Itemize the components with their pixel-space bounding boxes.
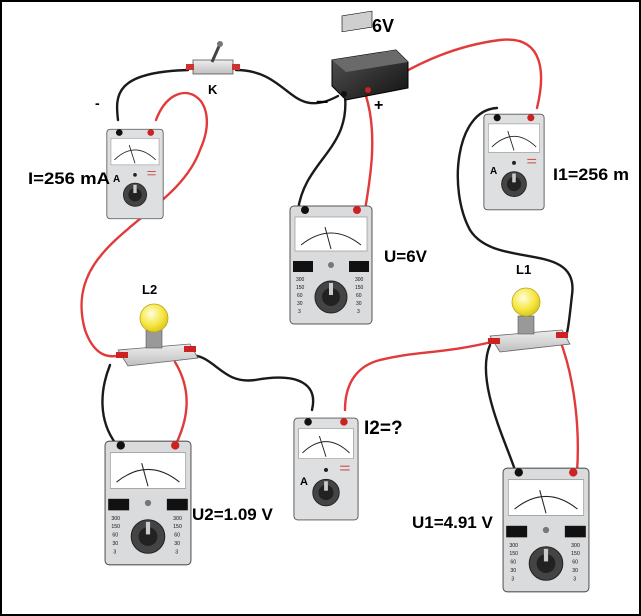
reading-i2: I2=? [364, 418, 403, 439]
lamp-l2-label: L2 [142, 282, 157, 297]
wire-red-battery-voltU [363, 94, 374, 212]
wire-black-switch-battery [234, 68, 340, 105]
lamp-l1-label: L1 [516, 262, 531, 277]
voltmeter-u1 [502, 467, 590, 593]
ammeter-i1 [483, 113, 545, 211]
battery-plus-terminal [365, 87, 371, 93]
switch [186, 41, 240, 75]
reading-u: U=6V [384, 247, 428, 266]
wire-red-battery-ammeterI1 [373, 38, 543, 110]
switch-label: K [208, 82, 218, 97]
battery-voltage-label: 6V [372, 16, 394, 36]
reading-u1: U1=4.91 V [412, 513, 493, 532]
reading-u2: U2=1.09 V [192, 505, 273, 524]
wire-black-ammeterI1-lamp1 [456, 106, 574, 342]
battery [331, 10, 409, 101]
voltmeter-u [289, 205, 373, 325]
lamp-l2 [116, 303, 199, 367]
wire-black-lamp2-voltU2 [101, 363, 118, 446]
wires [80, 38, 580, 474]
wire-red-ammeterI2-lamp1 [343, 338, 502, 412]
wire-black-lamp2-ammeterI2 [183, 353, 315, 412]
battery-plus-label: + [374, 97, 383, 114]
wire-red-lamp2-voltU2 [173, 360, 188, 446]
wire-black-battery-voltU [296, 94, 347, 212]
wire-red-lamp1-voltU1 [558, 338, 580, 474]
battery-minus-terminal [341, 91, 347, 97]
reading-i-main: I=256 mA [28, 169, 110, 188]
ammeter-i2 [293, 417, 359, 521]
voltmeter-u2 [104, 440, 192, 566]
reading-i1: I1=256 m [553, 165, 629, 184]
wire-black-lamp1-voltU1 [484, 343, 517, 472]
polarity-minus-label: - [95, 95, 100, 111]
wire-black-ammeter-switch [115, 68, 190, 122]
ammeter-i2-a-mark: A [300, 476, 308, 488]
battery-minus-label: – [316, 88, 328, 113]
ammeter-i1-a-mark: A [490, 166, 497, 177]
lamp-l1 [488, 287, 571, 353]
ammeter-main-a-mark: A [113, 174, 120, 185]
